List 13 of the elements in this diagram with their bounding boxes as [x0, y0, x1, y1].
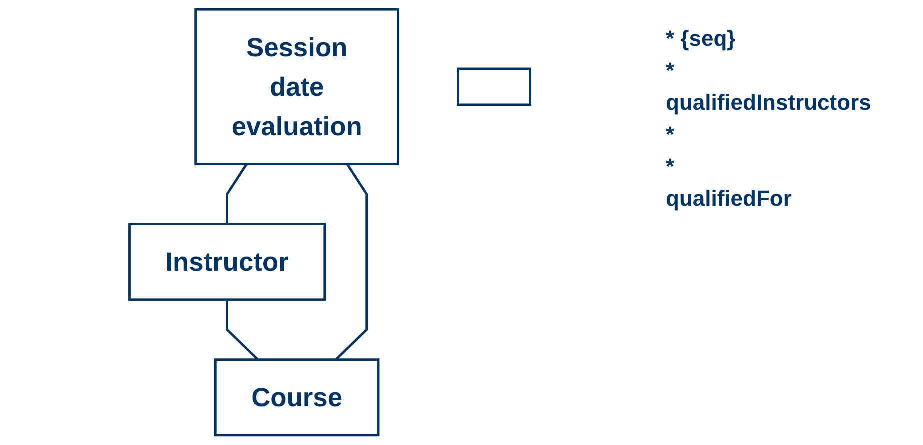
connector: [226, 300, 260, 361]
multiplicity-label: *: [666, 58, 676, 84]
multiplicity-label: * {seq}: [666, 26, 737, 52]
multiplicity-label: *: [666, 122, 676, 148]
node-box: Session date evaluation: [194, 8, 400, 166]
connector: [226, 164, 248, 224]
node-box: [457, 68, 532, 106]
connector: [335, 164, 368, 361]
multiplicity-label: *: [666, 154, 676, 180]
node-box: Course: [214, 358, 380, 437]
multiplicity-label: qualifiedFor: [666, 186, 793, 212]
multiplicity-label: qualifiedInstructors: [666, 90, 872, 116]
node-box: Instructor: [128, 223, 326, 302]
